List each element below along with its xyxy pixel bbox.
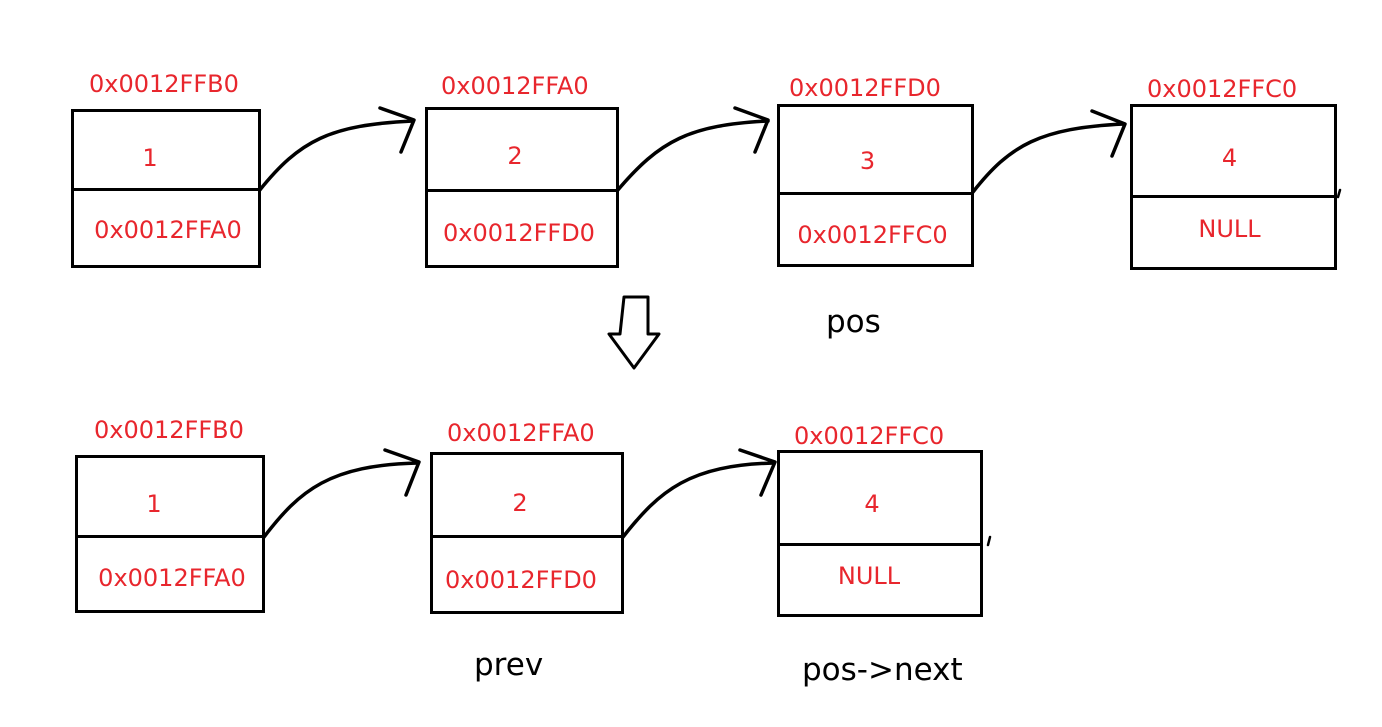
list-node: 2 0x0012FFD0 xyxy=(425,107,619,268)
pointer-arrow-top-2-3 xyxy=(615,119,770,193)
node-address: 0x0012FFC0 xyxy=(794,422,945,450)
node-value: 2 xyxy=(507,142,523,170)
transition-down-arrow xyxy=(607,295,661,370)
pos-label: pos xyxy=(826,304,881,340)
list-node: 3 0x0012FFC0 xyxy=(777,104,974,267)
pointer-arrow-top-3-4 xyxy=(971,122,1126,194)
node-divider xyxy=(425,189,619,192)
node-divider xyxy=(430,535,624,538)
node-value: 2 xyxy=(512,489,528,517)
arrowhead-top-3-4 xyxy=(1090,109,1127,158)
node-divider xyxy=(1130,195,1337,198)
node-value: 1 xyxy=(142,144,158,172)
node-address: 0x0012FFC0 xyxy=(1147,75,1298,103)
node-next-pointer: 0x0012FFA0 xyxy=(94,216,242,244)
node-next-pointer: 0x0012FFD0 xyxy=(445,566,597,594)
arrowhead-bottom-2-4 xyxy=(738,448,777,497)
pointer-arrow-bottom-1-2 xyxy=(262,461,420,539)
list-node: 4 NULL xyxy=(777,450,983,617)
pos-next-label: pos->next xyxy=(802,652,963,688)
node-address: 0x0012FFA0 xyxy=(447,419,595,447)
list-node: 1 0x0012FFA0 xyxy=(71,109,261,268)
list-node: 2 0x0012FFD0 xyxy=(430,452,624,614)
arrowhead-bottom-1-2 xyxy=(383,448,421,497)
node-divider xyxy=(71,188,261,191)
arrowhead-top-1-2 xyxy=(378,106,416,154)
node-next-pointer: 0x0012FFD0 xyxy=(443,219,595,247)
node-address: 0x0012FFA0 xyxy=(441,72,589,100)
list-node: 1 0x0012FFA0 xyxy=(75,455,265,613)
node-address: 0x0012FFB0 xyxy=(89,70,239,98)
node-divider xyxy=(75,535,265,538)
list-node: 4 NULL xyxy=(1130,104,1337,270)
node-next-pointer: NULL xyxy=(1198,215,1261,243)
node-value: 3 xyxy=(859,147,876,175)
node-value: 4 xyxy=(864,490,880,518)
node-value: 4 xyxy=(1221,144,1238,172)
node-next-pointer: 0x0012FFC0 xyxy=(797,221,948,249)
arrowhead-top-2-3 xyxy=(733,106,770,154)
prev-label: prev xyxy=(474,647,544,683)
node-next-pointer: NULL xyxy=(837,562,901,590)
node-divider xyxy=(777,543,983,546)
pointer-arrow-bottom-2-4 xyxy=(621,461,776,539)
node-divider xyxy=(777,192,974,195)
node-address: 0x0012FFB0 xyxy=(94,416,244,444)
node-next-pointer: 0x0012FFA0 xyxy=(98,564,246,592)
node-value: 1 xyxy=(146,490,162,518)
pointer-arrow-top-1-2 xyxy=(257,119,415,193)
node-address: 0x0012FFD0 xyxy=(789,74,941,102)
